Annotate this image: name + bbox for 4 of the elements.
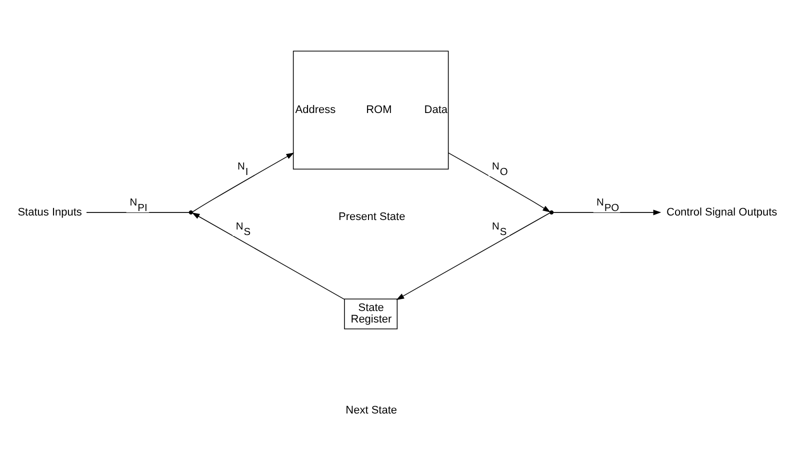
node-text: Control Signal Outputs xyxy=(666,206,778,218)
label: Present State xyxy=(338,210,406,223)
node-text: Status Inputs xyxy=(18,206,82,218)
label: Next State xyxy=(346,404,398,416)
